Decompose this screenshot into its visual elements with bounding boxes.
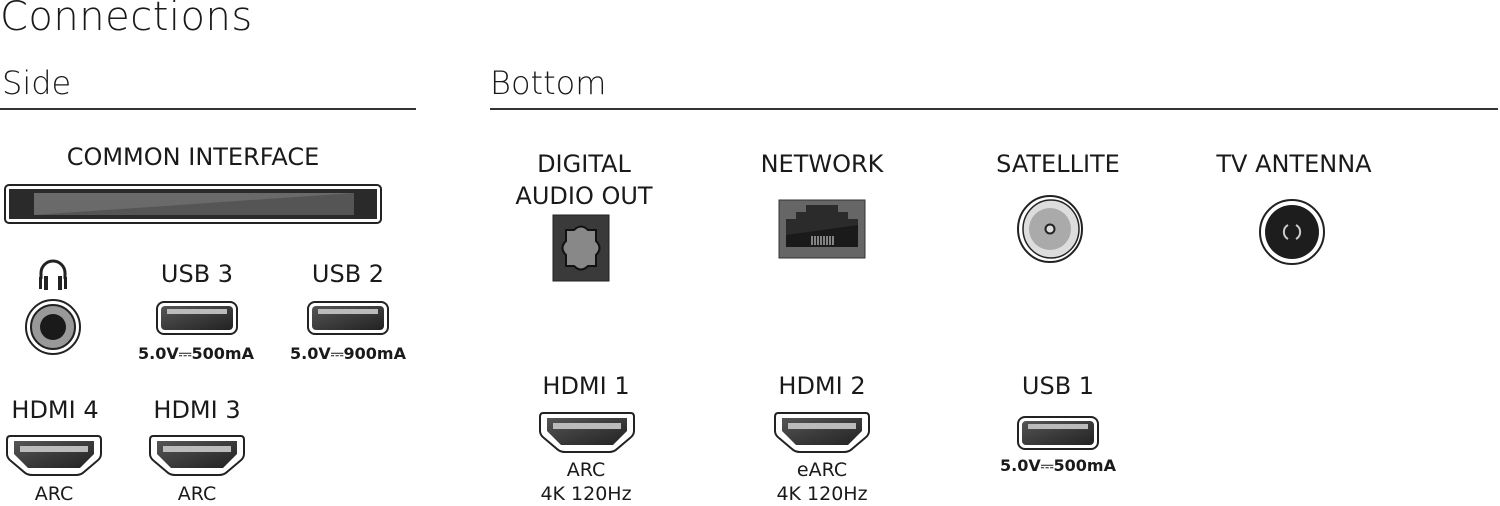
hdmi4-port-icon (6, 434, 102, 476)
satellite-label: SATELLITE (996, 150, 1120, 178)
hdmi4-sub: ARC (34, 483, 74, 505)
usb3-spec: 5.0V⎓500mA (138, 344, 254, 363)
bottom-heading: Bottom (490, 64, 607, 102)
hdmi2-sub1: eARC (796, 459, 848, 481)
digital-audio-label-line1: DIGITAL (537, 150, 631, 178)
hdmi3-port-icon (149, 434, 245, 476)
hdmi2-sub2: 4K 120Hz (776, 483, 868, 505)
headphone-jack-icon (25, 299, 81, 355)
usb2-spec: 5.0V⎓900mA (290, 344, 406, 363)
usb2-port-icon (307, 301, 389, 335)
usb1-label: USB 1 (1021, 372, 1095, 400)
hdmi3-sub: ARC (177, 483, 217, 505)
side-heading: Side (2, 64, 72, 102)
usb3-port-icon (156, 301, 238, 335)
hdmi1-sub1: ARC (566, 459, 606, 481)
tv-antenna-label: TV ANTENNA (1216, 150, 1372, 178)
page-title: Connections (0, 0, 253, 40)
hdmi1-label: HDMI 1 (542, 372, 630, 400)
usb1-spec: 5.0V⎓500mA (1000, 456, 1116, 475)
hdmi2-port-icon (774, 411, 870, 453)
hdmi1-sub2: 4K 120Hz (540, 483, 632, 505)
optical-port-icon (552, 214, 610, 282)
satellite-connector-icon (1017, 195, 1083, 263)
usb3-label: USB 3 (160, 260, 234, 288)
usb2-label: USB 2 (311, 260, 385, 288)
common-interface-slot-icon (4, 184, 382, 224)
usb1-port-icon (1017, 416, 1099, 450)
side-divider (0, 108, 416, 110)
common-interface-label: COMMON INTERFACE (66, 143, 320, 171)
bottom-divider (490, 108, 1498, 110)
tv-antenna-connector-icon (1259, 199, 1325, 265)
network-label: NETWORK (760, 150, 884, 178)
hdmi3-label: HDMI 3 (153, 396, 241, 424)
hdmi4-label: HDMI 4 (11, 396, 99, 424)
headphones-icon (39, 259, 67, 290)
digital-audio-label-line2: AUDIO OUT (515, 182, 653, 210)
hdmi2-label: HDMI 2 (778, 372, 866, 400)
ethernet-port-icon (778, 199, 866, 259)
hdmi1-port-icon (539, 411, 635, 453)
